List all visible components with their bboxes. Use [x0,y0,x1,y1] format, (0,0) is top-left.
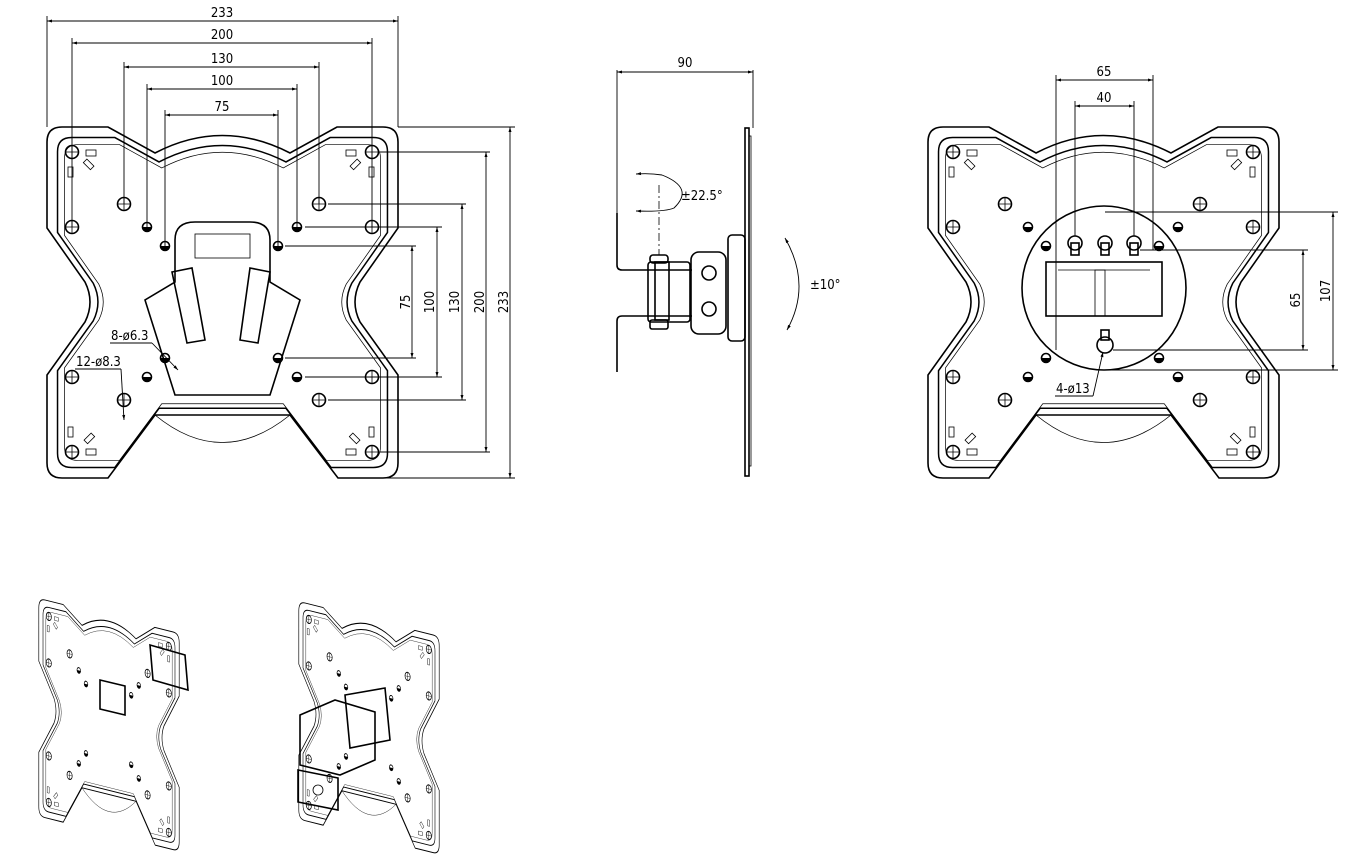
rear-dim-width-40: 40 [1097,91,1112,106]
front-view: 233 200 130 100 75 75 100 130 200 233 8-… [46,6,515,479]
bracket-arm-right [239,267,271,344]
dim-height-75: 75 [399,295,414,310]
dim-width-100: 100 [211,74,233,89]
isometric-view-front [38,597,189,852]
isometric-view-rear [297,600,440,855]
bracket-clamp [194,233,251,259]
dim-width-200: 200 [211,28,233,43]
swivel-angle-label: ±22.5° [681,189,723,204]
side-view: 90 ±22.5° ±10° [616,56,841,477]
dim-height-233: 233 [497,291,512,313]
tilt-hinge [690,251,727,335]
dim-width-75: 75 [215,100,230,115]
mounting-plate-rear [927,126,1280,479]
dim-height-200: 200 [473,291,488,313]
label-large-holes: 12-ø8.3 [76,355,121,370]
label-small-holes: 8-ø6.3 [111,329,148,344]
bracket-outline [144,221,301,396]
rear-dim-width-65: 65 [1097,65,1112,80]
rear-dim-height-65: 65 [1289,293,1304,308]
bracket-arm-left [171,267,206,344]
wall-bracket [616,213,692,372]
keyholes [1067,235,1142,354]
dim-width-130: 130 [211,52,233,67]
dim-width-233: 233 [211,6,233,21]
dim-depth-90: 90 [678,56,693,71]
dim-height-130: 130 [448,291,463,313]
dim-height-100: 100 [423,291,438,313]
mounting-plate-front [46,126,399,479]
rear-view: 65 40 65 107 4-ø13 [927,65,1338,479]
rear-dim-height-107: 107 [1319,280,1334,302]
bracket-disc [1021,205,1187,371]
label-keyholes: 4-ø13 [1056,382,1090,397]
tilt-angle-label: ±10° [810,278,841,293]
